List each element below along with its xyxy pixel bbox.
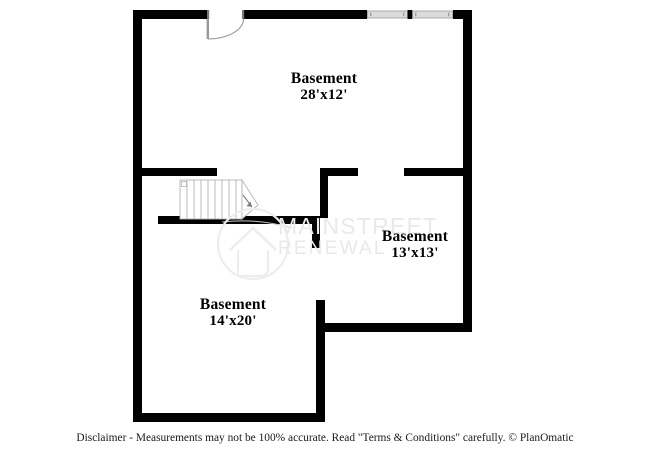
door-opening-top — [206, 10, 245, 40]
window-top-double — [367, 10, 453, 19]
stair-winder — [241, 178, 259, 220]
room-dimensions: 13'x13' — [391, 245, 439, 262]
interior-wall-stub-vertical — [312, 224, 320, 248]
door-swing-arc — [207, 18, 245, 40]
window-pane-left — [367, 10, 408, 19]
interior-wall-left-room-right — [316, 300, 325, 422]
door-gap — [208, 10, 244, 19]
stair-body — [179, 179, 243, 220]
room-dimensions: 28'x12' — [300, 87, 348, 104]
door-leaf — [206, 19, 209, 39]
room-name: Basement — [199, 296, 267, 313]
interior-wall-right-room-left — [320, 168, 328, 218]
room-dimensions: 14'x20' — [209, 313, 257, 330]
room-label-basement-left: Basement 14'x20' — [142, 296, 324, 330]
stair-newel-post — [181, 181, 187, 187]
room-name: Basement — [381, 228, 449, 245]
interior-wall-right-room-top-a — [320, 168, 358, 176]
room-label-basement-main: Basement 28'x12' — [228, 70, 420, 104]
room-name: Basement — [290, 70, 358, 87]
disclaimer-text: Disclaimer - Measurements may not be 100… — [76, 432, 574, 444]
door-jamb-left — [207, 10, 210, 19]
window-tick-3 — [415, 12, 417, 17]
room-label-basement-right: Basement 13'x13' — [330, 228, 500, 262]
stair-direction-arrow-head — [246, 201, 252, 207]
door-jamb-right — [242, 10, 245, 19]
window-tick-4 — [448, 12, 450, 17]
window-mullion — [407, 10, 413, 19]
window-tick-2 — [403, 12, 405, 17]
interior-wall-right-room-top-b — [404, 168, 463, 176]
window-tick-1 — [370, 12, 372, 17]
interior-wall-stair-top — [142, 168, 217, 176]
window-pane-right — [412, 10, 453, 19]
